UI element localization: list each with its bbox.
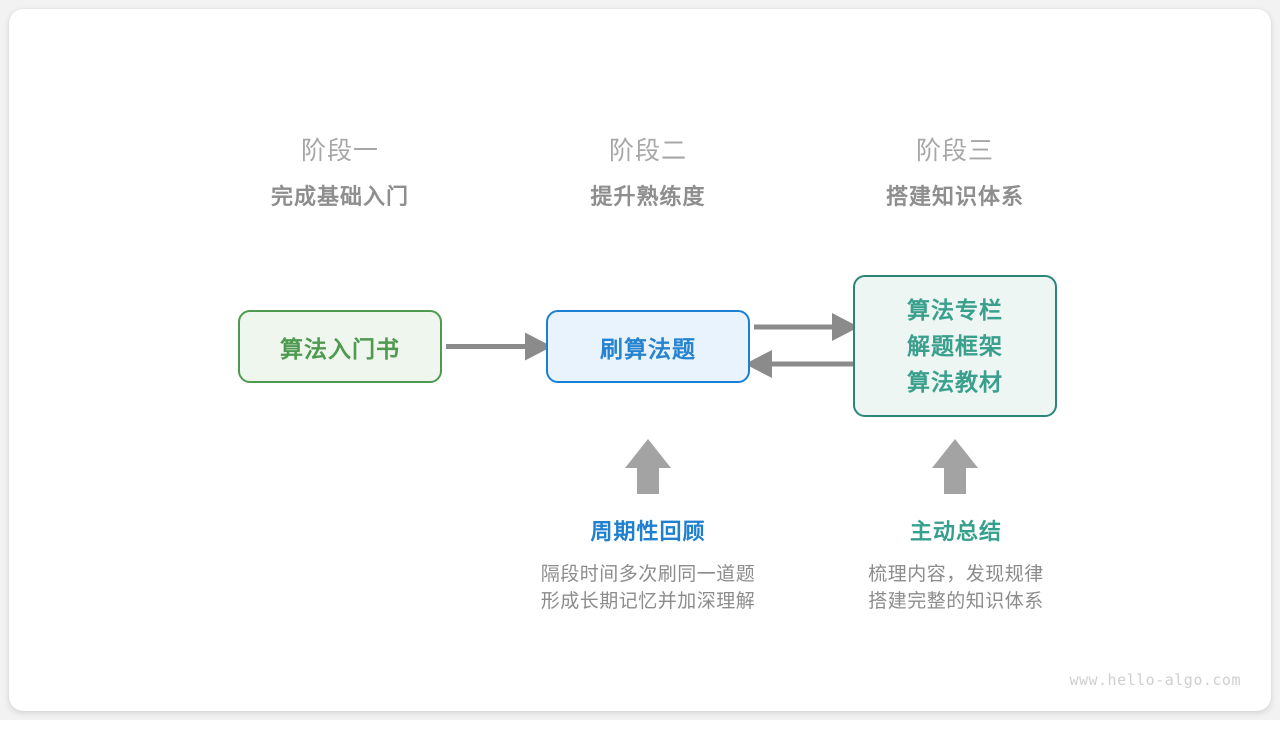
node-resources-label-2: 解题框架: [907, 333, 1003, 359]
node-resources-label-1: 算法专栏: [907, 297, 1003, 323]
note-review-body-line-1: 隔段时间多次刷同一道题: [540, 564, 756, 585]
note-review-body-line-2: 形成长期记忆并加深理解: [540, 591, 756, 612]
node-book[interactable]: 算法入门书: [238, 310, 442, 383]
note-review: 周期性回顾 隔段时间多次刷同一道题 形成长期记忆并加深理解: [498, 517, 798, 615]
stage-title-1: 完成基础入门: [270, 184, 409, 209]
diagram-card: 阶段一 完成基础入门 阶段二 提升熟练度 阶段三 搭建知识体系: [9, 9, 1271, 711]
stage-number-3: 阶段三: [915, 137, 994, 165]
node-resources-label-3: 算法教材: [907, 369, 1003, 395]
up-arrow-summary-icon: [932, 439, 978, 494]
stage-header-1: 阶段一 完成基础入门: [210, 135, 470, 212]
note-summary-title: 主动总结: [909, 519, 1002, 544]
stage-header-2: 阶段二 提升熟练度: [518, 135, 778, 212]
stage-title-2: 提升熟练度: [590, 184, 706, 209]
node-practice[interactable]: 刷算法题: [546, 310, 750, 383]
node-resources[interactable]: 算法专栏 解题框架 算法教材: [853, 275, 1057, 417]
note-review-body: 隔段时间多次刷同一道题 形成长期记忆并加深理解: [498, 561, 798, 615]
stage-title-3: 搭建知识体系: [885, 184, 1024, 209]
node-book-label: 算法入门书: [280, 335, 400, 362]
note-summary: 主动总结 梳理内容，发现规律 搭建完整的知识体系: [806, 517, 1106, 615]
note-review-title: 周期性回顾: [590, 519, 706, 544]
up-arrow-review-icon: [625, 439, 671, 494]
node-practice-label: 刷算法题: [600, 335, 696, 362]
note-summary-body-line-2: 搭建完整的知识体系: [868, 591, 1044, 612]
stage-header-3: 阶段三 搭建知识体系: [825, 135, 1085, 212]
watermark: www.hello-algo.com: [1069, 671, 1241, 689]
stage-number-1: 阶段一: [300, 137, 379, 165]
note-summary-body-line-1: 梳理内容，发现规律: [868, 564, 1044, 585]
note-summary-body: 梳理内容，发现规律 搭建完整的知识体系: [806, 561, 1106, 615]
stage-number-2: 阶段二: [608, 137, 687, 165]
